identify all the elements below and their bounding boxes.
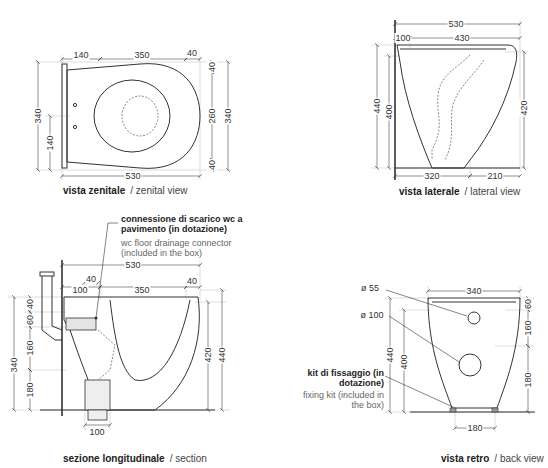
dimension-value: 400: [399, 353, 409, 370]
dimension-value: 440: [217, 346, 227, 363]
dimension-value: 530: [124, 171, 141, 181]
dimension-value: 100: [88, 427, 105, 437]
callout-text: connessione di scarico wc a pavimento (i…: [120, 214, 254, 234]
view-caption: / zenital view: [129, 185, 188, 197]
dimension-value: 180: [523, 371, 533, 388]
dimension-value: 40: [207, 61, 217, 73]
dimension-value: 40: [186, 48, 198, 58]
dimension-value: 340: [465, 286, 482, 296]
dimension-value: 340: [223, 107, 233, 124]
dimension-value: 60: [523, 298, 533, 310]
diameter-label: ø 100: [359, 310, 384, 320]
dimension-value: 40: [207, 159, 217, 171]
dimension-value: 530: [447, 19, 464, 29]
dimension-value: 350: [133, 285, 150, 295]
dimension-value: 350: [133, 50, 150, 60]
zenital-view: [34, 55, 232, 180]
lateral-view: [372, 20, 528, 180]
dimension-value: 340: [33, 107, 43, 124]
callout-text: kit di fissaggio (in dotazione): [300, 368, 385, 388]
dimension-value: 60: [25, 314, 35, 326]
dimension-value: 400: [384, 103, 394, 120]
dimension-value: 180: [25, 381, 35, 398]
dimension-value: 40: [85, 274, 97, 284]
dimension-value: 430: [453, 33, 470, 43]
dimension-value: 40: [186, 276, 198, 286]
view-caption: sezione longitudinale: [62, 453, 166, 465]
diameter-label: ø 55: [360, 283, 380, 293]
view-caption: vista zenitale: [62, 185, 126, 197]
callout-text: fixing kit (included in the box): [288, 390, 385, 410]
view-caption: / back view: [493, 453, 544, 465]
dimension-value: 340: [9, 356, 19, 373]
view-caption: / section: [169, 453, 208, 465]
dimension-value: 100: [71, 285, 88, 295]
dimension-value: 40: [25, 298, 35, 310]
dimension-value: 420: [203, 346, 213, 363]
view-caption: / lateral view: [464, 186, 522, 198]
dimension-value: 140: [45, 134, 55, 151]
dimension-value: 140: [72, 50, 89, 60]
view-caption: vista retro: [440, 453, 490, 465]
view-caption: vista laterale: [398, 186, 461, 198]
dimension-value: 160: [523, 319, 533, 336]
dimension-value: 260: [207, 107, 217, 124]
dimension-value: 320: [423, 171, 440, 181]
dimension-value: 160: [25, 339, 35, 356]
dimension-value: 180: [466, 423, 483, 433]
back-view: [385, 286, 535, 432]
dimension-value: 100: [394, 33, 411, 43]
dimension-value: 440: [385, 346, 395, 363]
dimension-value: 210: [486, 171, 503, 181]
callout-text: wc floor drainage connector (included in…: [120, 238, 254, 258]
dimension-value: 530: [124, 260, 141, 270]
dimension-value: 420: [519, 99, 529, 116]
dimension-value: 440: [372, 97, 382, 114]
